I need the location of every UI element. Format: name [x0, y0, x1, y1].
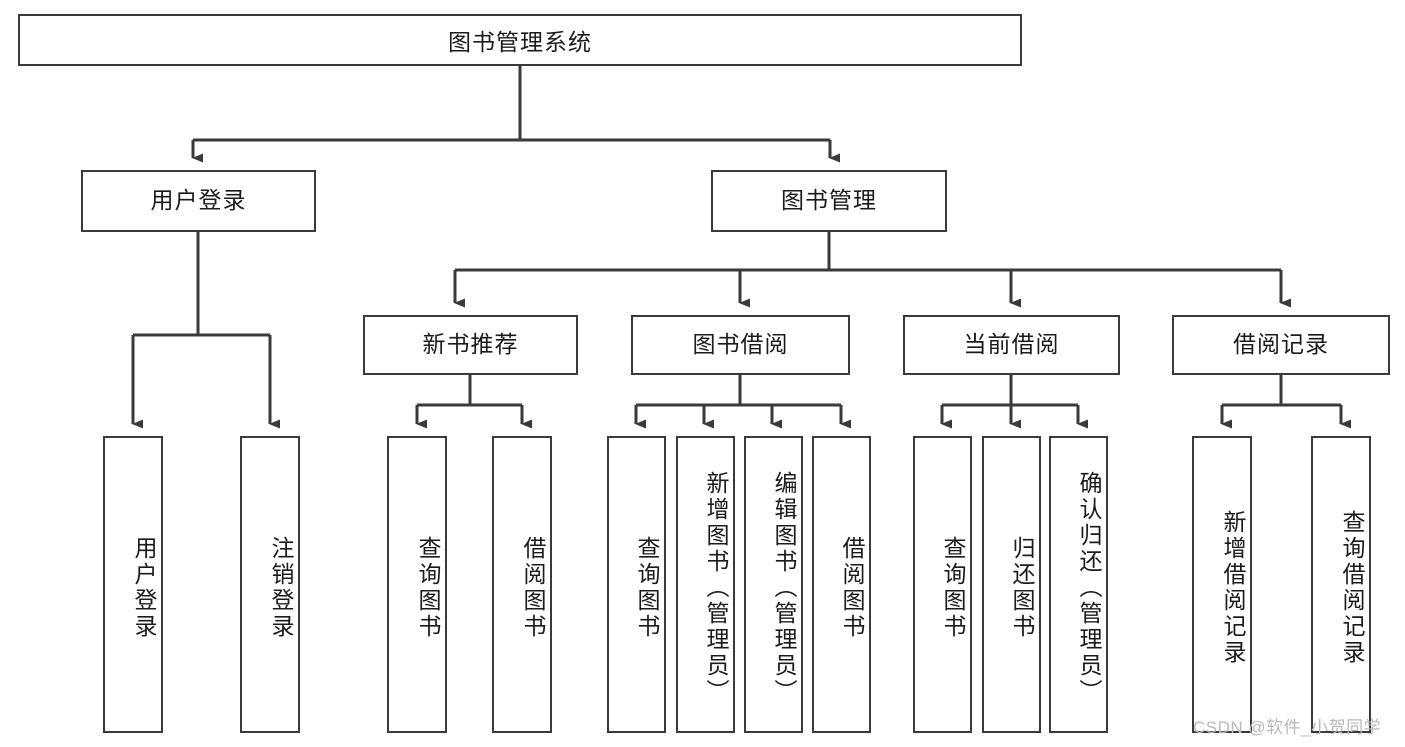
node-leaf-query-borrow-record[interactable]: 查询借阅记录: [1311, 436, 1371, 733]
node-label: 确认归还（管理员）: [1076, 470, 1102, 705]
node-current-borrow[interactable]: 当前借阅: [903, 315, 1120, 375]
node-label: 归还图书: [1009, 535, 1035, 640]
node-label: 当前借阅: [963, 331, 1060, 358]
node-leaf-borrow-book-recommend[interactable]: 借阅图书: [492, 436, 552, 733]
node-leaf-query-book-borrow[interactable]: 查询图书: [607, 436, 666, 733]
node-label: 借阅图书: [520, 535, 546, 640]
node-book-management[interactable]: 图书管理: [711, 170, 947, 232]
node-leaf-logout-login[interactable]: 注销登录: [240, 436, 300, 733]
node-label: 图书借阅: [692, 331, 789, 358]
node-leaf-confirm-return-admin[interactable]: 确认归还（管理员）: [1049, 436, 1108, 733]
node-label: 用户登录: [150, 187, 247, 214]
node-label: 查询图书: [940, 535, 966, 640]
node-leaf-add-borrow-record[interactable]: 新增借阅记录: [1192, 436, 1252, 733]
node-label: 图书管理系统: [448, 29, 592, 55]
node-label: 借阅图书: [839, 535, 865, 640]
node-leaf-user-login[interactable]: 用户登录: [103, 436, 163, 733]
node-label: 新书推荐: [422, 331, 519, 358]
node-leaf-query-book-current[interactable]: 查询图书: [913, 436, 972, 733]
node-leaf-return-book[interactable]: 归还图书: [982, 436, 1041, 733]
node-label: 注销登录: [268, 535, 294, 640]
node-new-book-recommend[interactable]: 新书推荐: [363, 315, 578, 375]
node-label: 查询借阅记录: [1339, 509, 1365, 666]
node-book-borrow[interactable]: 图书借阅: [631, 315, 850, 375]
node-label: 编辑图书（管理员）: [771, 470, 797, 705]
node-label: 查询图书: [415, 535, 441, 640]
node-label: 查询图书: [634, 535, 660, 640]
node-leaf-edit-book-admin[interactable]: 编辑图书（管理员）: [744, 436, 803, 733]
node-leaf-borrow-book[interactable]: 借阅图书: [812, 436, 871, 733]
node-label: 新增图书（管理员）: [703, 470, 729, 705]
node-label: 借阅记录: [1233, 331, 1329, 358]
node-label: 用户登录: [131, 535, 157, 640]
node-label: 新增借阅记录: [1220, 509, 1246, 666]
node-leaf-query-book-recommend[interactable]: 查询图书: [387, 436, 447, 733]
node-label: 图书管理: [781, 187, 877, 214]
node-root-book-management-system[interactable]: 图书管理系统: [18, 14, 1022, 66]
node-borrow-record[interactable]: 借阅记录: [1172, 315, 1390, 375]
node-leaf-add-book-admin[interactable]: 新增图书（管理员）: [676, 436, 735, 733]
node-user-login[interactable]: 用户登录: [81, 170, 316, 232]
csdn-watermark: CSDN @软件_小贺同学: [1193, 718, 1382, 737]
